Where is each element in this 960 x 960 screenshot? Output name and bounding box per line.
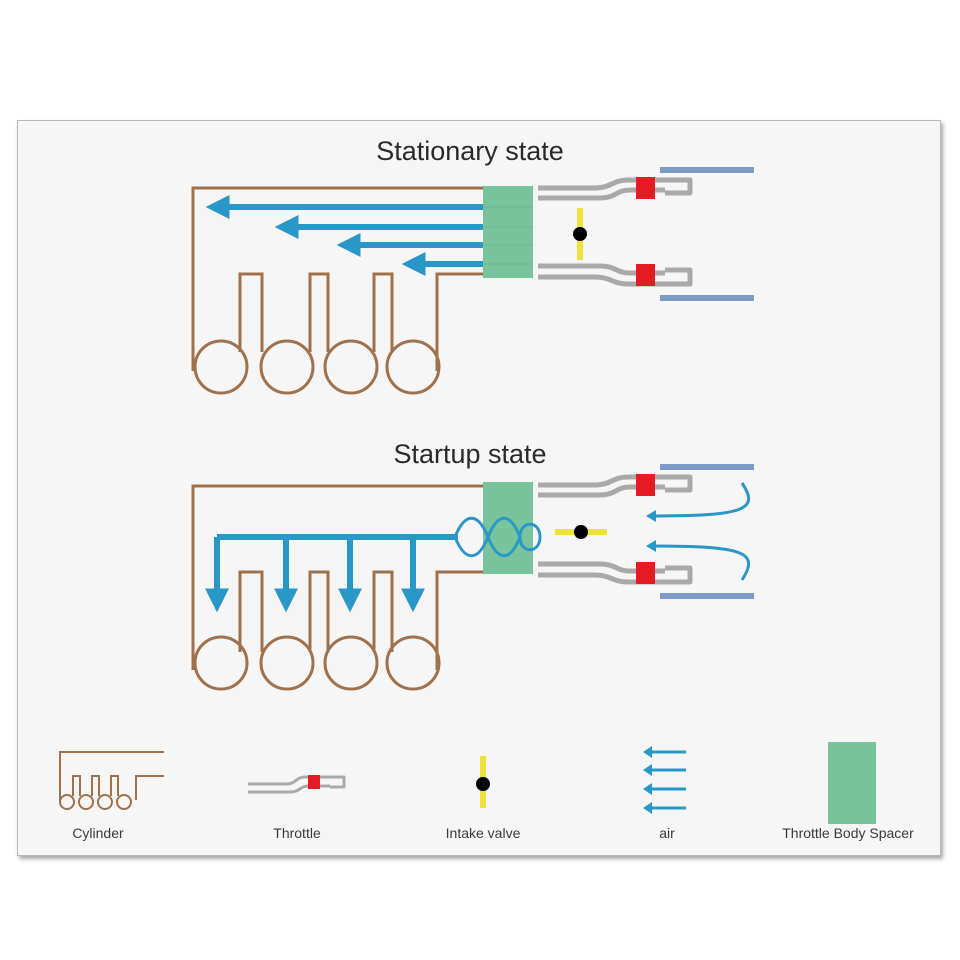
stationary-cylinder [191,186,483,395]
legend-cylinder-icon [59,751,164,810]
legend-intake-valve-label: Intake valve [446,825,521,841]
startup-throttle-top [538,474,693,498]
stationary-throttle-top [538,177,693,201]
legend: Cylinder Throttle Intake valve [59,742,914,841]
legend-intake-valve-icon [476,756,490,808]
startup-spacer [483,482,533,574]
startup-air-flow [205,534,458,613]
stationary-intake-valve [573,208,587,260]
startup-incoming-air [646,482,751,581]
legend-cylinder-label: Cylinder [72,825,124,841]
startup-cylinder [191,484,483,691]
stationary-throttle-bottom-band [636,264,655,286]
legend-air-icon [643,746,686,814]
legend-air-label: air [659,825,675,841]
stationary-throttle-top-band [636,177,655,199]
startup-throttle-bottom [538,561,693,585]
legend-throttle-band [308,775,320,789]
startup-title: Startup state [393,439,546,469]
stationary-spacer-lines [483,206,533,265]
legend-throttle-icon [248,775,346,794]
legend-throttle-label: Throttle [273,825,321,841]
legend-spacer-label: Throttle Body Spacer [782,825,914,841]
startup-throttle-top-band [636,474,655,496]
stationary-throttle-bottom [538,263,693,287]
startup-intake-valve [555,525,607,539]
stationary-air-arrows [205,195,485,276]
stationary-title: Stationary state [376,136,564,166]
startup-throttle-bottom-band [636,562,655,584]
stationary-spacer [483,186,533,278]
legend-spacer-icon [828,742,876,824]
startup-swirl [453,516,542,558]
